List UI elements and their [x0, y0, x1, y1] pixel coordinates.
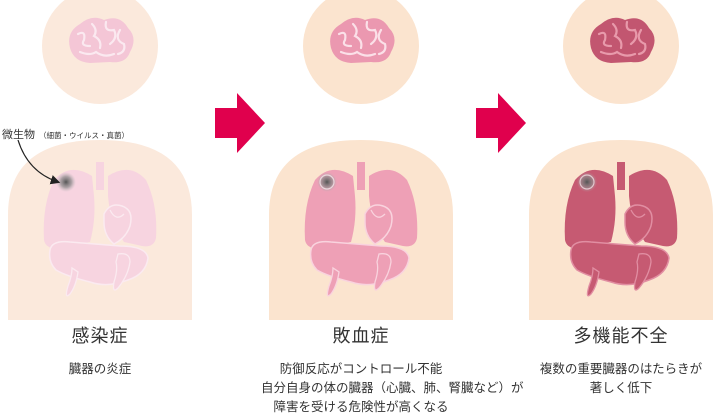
- stage-desc-line: 障害を受ける危険性が高くなる: [273, 399, 449, 414]
- stage-desc-line: 自分自身の体の臓器（心臓、肺、腎臓など）が: [261, 380, 524, 395]
- stage-multiple-organ-failure: 多機能不全 複数の重要臓器のはたらきが 著しく低下: [521, 0, 721, 419]
- kidney-shape: [373, 253, 392, 291]
- arrow-right-icon: [215, 93, 265, 153]
- pathogen-label: 微生物 （細菌・ウイルス・真菌）: [2, 126, 129, 142]
- stage-desc-sepsis: 防御反応がコントロール不能 自分自身の体の臓器（心臓、肺、腎臓など）が 障害を受…: [261, 359, 524, 416]
- pathogen-label-sub: （細菌・ウイルス・真菌）: [39, 131, 129, 140]
- intestine-shape: [65, 266, 79, 297]
- left-lung-shape: [304, 169, 356, 249]
- stage-desc-line: 複数の重要臓器のはたらきが: [539, 361, 703, 376]
- arrow-right-icon: [476, 93, 526, 153]
- heart-shape: [364, 204, 393, 245]
- infection-spot-icon: [56, 172, 76, 192]
- heart-shape: [103, 204, 132, 245]
- left-lung-shape: [564, 169, 616, 249]
- stage-desc-line: 著しく低下: [589, 380, 653, 395]
- stage-mof-figure: [529, 0, 713, 320]
- organs-icon: [564, 162, 678, 297]
- stage-desc-line: 臓器の炎症: [68, 361, 132, 376]
- stage-infection: 感染症 臓器の炎症: [0, 0, 200, 419]
- kidney-shape: [633, 253, 652, 291]
- organs-icon: [304, 162, 418, 297]
- intestine-shape: [326, 266, 340, 297]
- stage-sepsis-figure: [269, 0, 453, 320]
- pathogen-label-main: 微生物: [2, 128, 35, 141]
- stage-infection-figure: [8, 0, 192, 320]
- kidney-shape: [112, 253, 131, 291]
- stage-sepsis: 敗血症 防御反応がコントロール不能 自分自身の体の臓器（心臓、肺、腎臓など）が …: [261, 0, 524, 419]
- stage-title-infection: 感染症: [71, 326, 129, 347]
- brain-icon: [330, 17, 395, 63]
- brain-icon: [590, 17, 655, 63]
- stage-desc-line: 防御反応がコントロール不能: [279, 361, 443, 376]
- infection-ring-icon: [319, 174, 335, 190]
- stage-desc-infection: 臓器の炎症: [0, 359, 200, 378]
- organs-icon: [43, 162, 157, 297]
- left-lung-shape: [43, 169, 95, 249]
- brain-icon: [69, 17, 134, 63]
- stage-title-sepsis: 敗血症: [332, 326, 390, 347]
- stage-title-mof: 多機能不全: [573, 326, 669, 347]
- intestine-shape: [586, 266, 600, 297]
- heart-shape: [624, 204, 653, 245]
- infection-ring-icon: [579, 174, 595, 190]
- stage-desc-mof: 複数の重要臓器のはたらきが 著しく低下: [521, 359, 721, 397]
